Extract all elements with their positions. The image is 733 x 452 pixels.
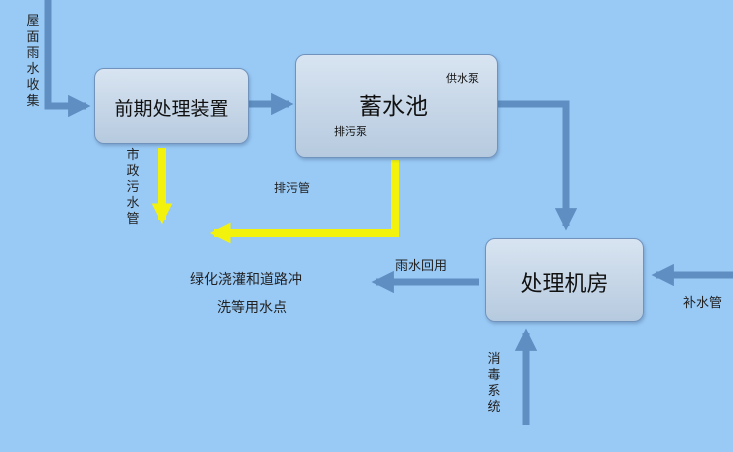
- disinfection-label: 消毒系统: [487, 352, 501, 415]
- roof-rain-arrow: [44, 0, 91, 118]
- use-points-label-line1: 绿化浇灌和道路冲: [190, 272, 302, 288]
- rain-reuse-label: 雨水回用: [395, 259, 448, 274]
- makeup-pipe-label: 补水管: [683, 296, 723, 311]
- storage-tank-box: 蓄水池 供水泵 排污泵: [295, 54, 498, 158]
- supply-pump-label: 供水泵: [446, 72, 479, 85]
- treatment-room-label: 处理机房: [520, 272, 609, 297]
- storage-tank-label: 蓄水池: [359, 94, 428, 120]
- municipal-sewer-label: 市政污水管: [126, 148, 140, 227]
- pretreatment-label: 前期处理装置: [114, 98, 229, 120]
- treatment-room-box: 处理机房: [485, 238, 644, 322]
- discharge-pump-label: 排污泵: [334, 125, 367, 138]
- roof-rain-label: 屋面雨水收集: [26, 14, 40, 109]
- sewage-discharge-arrow: [209, 160, 399, 244]
- discharge-pipe-label: 排污管: [274, 181, 311, 195]
- supply-to-room-arrow: [498, 100, 578, 231]
- use-points-label-line2: 洗等用水点: [217, 300, 287, 316]
- pretreatment-box: 前期处理装置: [94, 68, 249, 144]
